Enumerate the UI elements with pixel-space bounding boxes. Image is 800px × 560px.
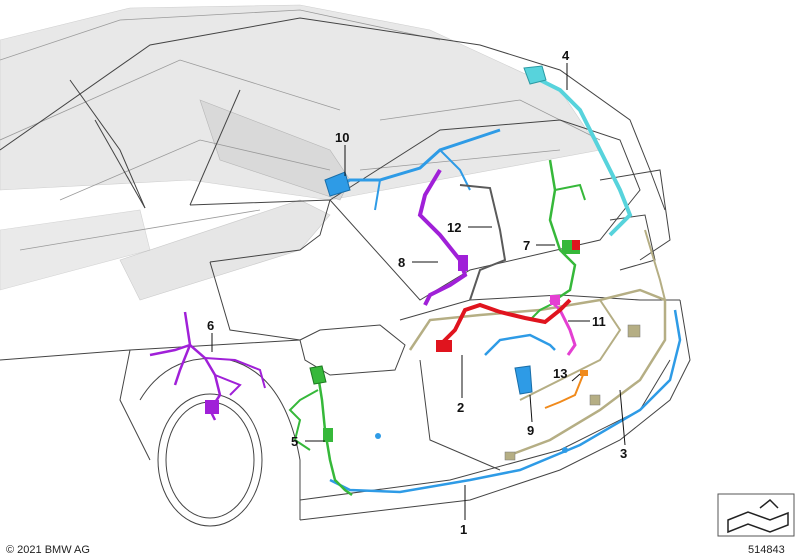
callout-3: 3 [620, 446, 627, 461]
callout-7: 7 [523, 238, 530, 253]
diagram-reference-icon [717, 493, 795, 537]
harness-5-branch [288, 389, 319, 451]
harness-13 [544, 374, 584, 409]
callout-12: 12 [447, 220, 461, 235]
harness-3-connector [627, 324, 641, 338]
callout-10: 10 [335, 130, 349, 145]
harness-3-branch [644, 229, 666, 301]
callout-1: 1 [460, 522, 467, 537]
harness-8-connector [458, 255, 468, 271]
harness-10 [329, 128, 501, 192]
callout-8: 8 [398, 255, 405, 270]
harness-9-connector [514, 365, 533, 395]
harness-5-connector [323, 428, 333, 442]
harness-10-connector [324, 171, 351, 197]
callout-9: 9 [527, 423, 534, 438]
harness-2-connector [572, 240, 580, 250]
harness-13-connector [580, 370, 588, 376]
harness-2-connector [436, 340, 452, 352]
harness-4 [529, 73, 633, 237]
harness-9 [484, 333, 556, 356]
harness-11-connector [550, 295, 560, 305]
harness-5-connector [309, 365, 327, 385]
harness-3 [408, 288, 667, 457]
harness-7-branch [554, 183, 586, 201]
car-body-ghost [0, 4, 601, 301]
harness-4-connector [523, 65, 547, 85]
callout-11: 11 [592, 314, 606, 329]
callout-5: 5 [291, 434, 298, 449]
harness-6-branch [204, 357, 266, 389]
harness-1-connector [375, 433, 381, 439]
diagram-number: 514843 [748, 544, 785, 556]
callout-2: 2 [457, 400, 464, 415]
callout-13: 13 [553, 366, 567, 381]
harness-6-connector [205, 400, 219, 414]
leader-lines [211, 63, 626, 520]
callout-6: 6 [207, 318, 214, 333]
harness-6-branch [173, 311, 192, 386]
harness-10-branch [374, 179, 381, 211]
harness-7 [548, 159, 577, 302]
harness-3-branch [519, 299, 622, 401]
harness-6-branch [214, 374, 242, 396]
harness-1 [329, 309, 682, 494]
harness-1-connector [562, 447, 568, 453]
harness-12 [459, 184, 507, 301]
harness-8 [417, 168, 468, 306]
harness-10-branch [439, 149, 471, 191]
harness-11 [548, 298, 577, 356]
harness-5 [316, 374, 353, 497]
harness-3-connector [504, 451, 516, 461]
callout-labels: 1 2 3 4 5 6 7 8 9 10 11 12 13 [207, 48, 627, 537]
harness-2 [438, 298, 572, 347]
harness-3-connector [589, 394, 601, 406]
callout-4: 4 [562, 48, 570, 63]
copyright-text: © 2021 BMW AG [6, 544, 90, 556]
